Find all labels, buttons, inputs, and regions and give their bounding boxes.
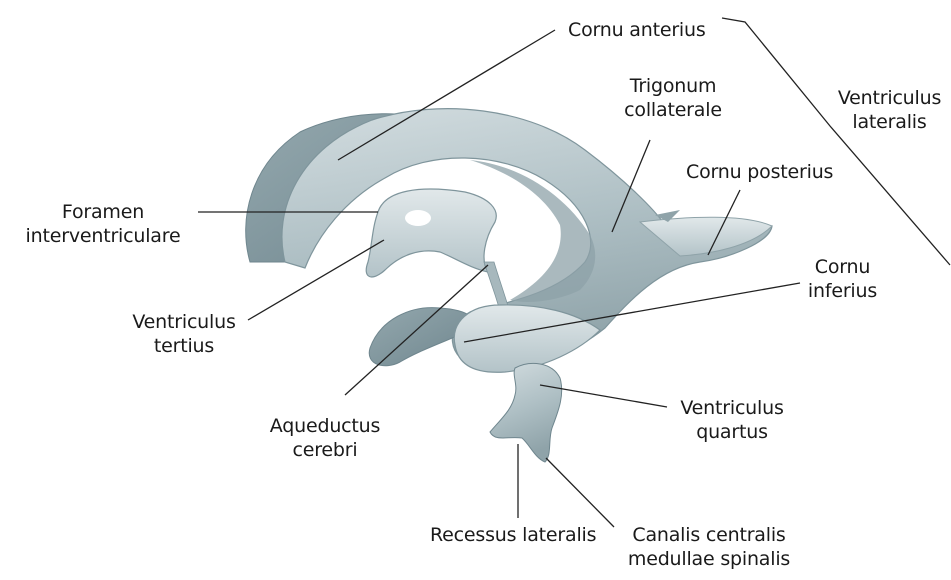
label-lateralis-line1: Ventriculus — [832, 86, 947, 110]
fourth-ventricle — [490, 363, 562, 462]
leader-canalis — [546, 458, 614, 527]
label-canalis-centralis: Canalis centralis medullae spinalis — [614, 523, 804, 571]
label-cornu-anterius: Cornu anterius — [568, 18, 706, 42]
label-ventriculus-lateralis: Ventriculus lateralis — [832, 86, 947, 134]
label-ventriculus-tertius: Ventriculus tertius — [120, 310, 248, 358]
label-tertius-line1: Ventriculus — [120, 310, 248, 334]
label-quartus-line2: quartus — [668, 420, 796, 444]
label-trigonum-line2: collaterale — [608, 98, 738, 122]
label-aqueductus-line1: Aqueductus — [255, 414, 395, 438]
label-trigonum-collaterale: Trigonum collaterale — [608, 74, 738, 122]
label-aqueductus-line2: cerebri — [255, 438, 395, 462]
label-canalis-line2: medullae spinalis — [614, 547, 804, 571]
label-aqueductus-cerebri: Aqueductus cerebri — [255, 414, 395, 462]
label-inferius-line2: inferius — [795, 279, 890, 303]
label-foramen-line2: interventriculare — [8, 224, 198, 248]
label-recessus-lateralis: Recessus lateralis — [430, 523, 596, 547]
label-ventriculus-quartus: Ventriculus quartus — [668, 396, 796, 444]
label-cornu-inferius: Cornu inferius — [795, 255, 890, 303]
label-trigonum-line1: Trigonum — [608, 74, 738, 98]
label-tertius-line2: tertius — [120, 334, 248, 358]
label-cornu-posterius: Cornu posterius — [686, 160, 833, 184]
interventricular-opening — [405, 210, 431, 226]
third-ventricle — [366, 189, 496, 277]
label-lateralis-line2: lateralis — [832, 110, 947, 134]
label-foramen-line1: Foramen — [8, 200, 198, 224]
label-canalis-line1: Canalis centralis — [614, 523, 804, 547]
label-inferius-line1: Cornu — [795, 255, 890, 279]
label-foramen-interventriculare: Foramen interventriculare — [8, 200, 198, 248]
label-quartus-line1: Ventriculus — [668, 396, 796, 420]
